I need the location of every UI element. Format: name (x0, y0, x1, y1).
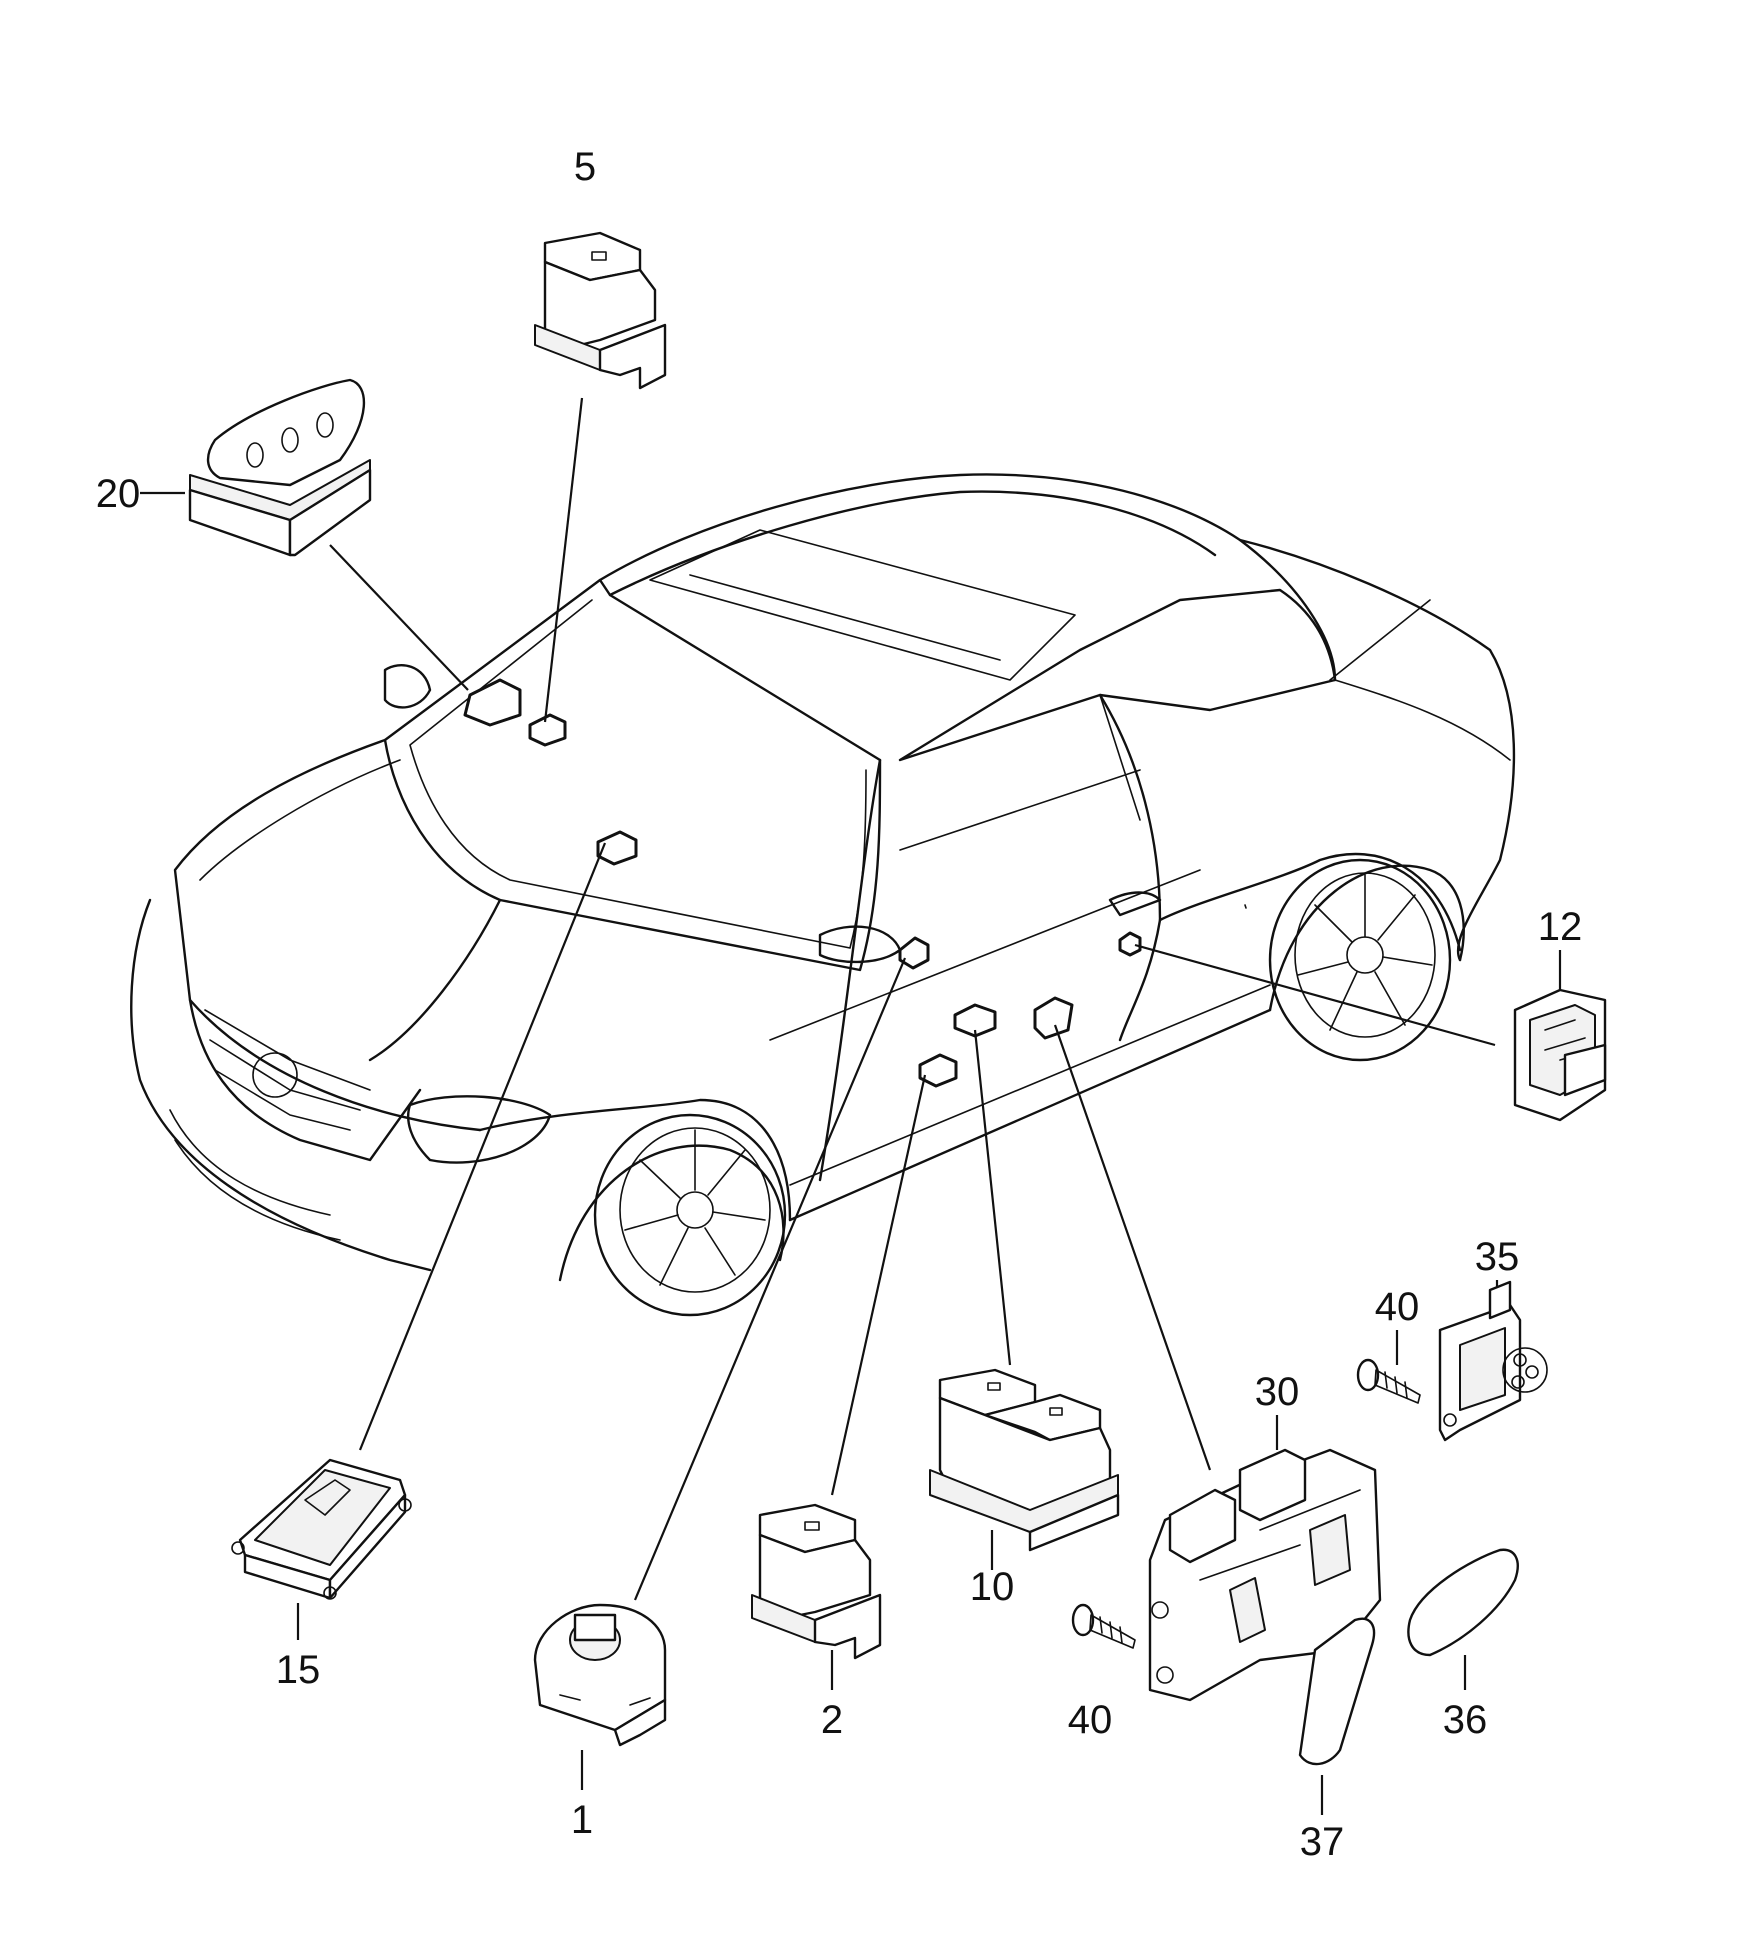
part-40-screw-lower (1071, 1603, 1136, 1649)
callout-40-upper: 40 (1375, 1285, 1420, 1329)
part-2-window-switch (751, 1503, 882, 1660)
part-37-cover (1298, 1617, 1376, 1766)
part-1-mirror-knob (533, 1603, 667, 1747)
part-40-screw-upper (1356, 1358, 1421, 1404)
callout-12: 12 (1538, 905, 1583, 949)
marker-20 (463, 678, 522, 727)
marker-10 (953, 1003, 997, 1038)
callout-10: 10 (970, 1565, 1015, 1609)
car-outline (130, 473, 1516, 1317)
callout-2: 2 (821, 1698, 843, 1742)
callout-labels: 5 20 12 35 40 30 10 15 2 40 36 1 37 (96, 145, 1583, 1864)
part-5-window-switch (534, 231, 667, 390)
marker-2 (918, 1053, 958, 1088)
callout-35: 35 (1475, 1235, 1520, 1279)
part-10-double-window-switch (929, 1368, 1120, 1552)
part-35-switch (1438, 1280, 1548, 1442)
part-36-cover (1407, 1548, 1519, 1657)
marker-12 (1118, 931, 1142, 957)
part-12-switch (1513, 988, 1607, 1122)
callout-36: 36 (1443, 1698, 1488, 1742)
callout-30: 30 (1255, 1370, 1300, 1414)
callout-5: 5 (574, 145, 596, 189)
marker-15 (596, 830, 638, 866)
callout-1: 1 (571, 1798, 593, 1842)
callout-20: 20 (96, 472, 141, 516)
callout-15: 15 (276, 1648, 321, 1692)
marker-30 (1033, 996, 1074, 1040)
part-20-seat-switch (188, 378, 372, 557)
part-30-control-unit (1148, 1448, 1382, 1702)
callout-40-lower: 40 (1068, 1698, 1113, 1742)
callout-37: 37 (1300, 1820, 1345, 1864)
part-15-light-switch (231, 1458, 412, 1600)
leader-lines (140, 397, 1562, 1815)
install-location-markers (463, 678, 1142, 1088)
marker-1 (898, 936, 930, 970)
marker-5 (528, 713, 567, 747)
